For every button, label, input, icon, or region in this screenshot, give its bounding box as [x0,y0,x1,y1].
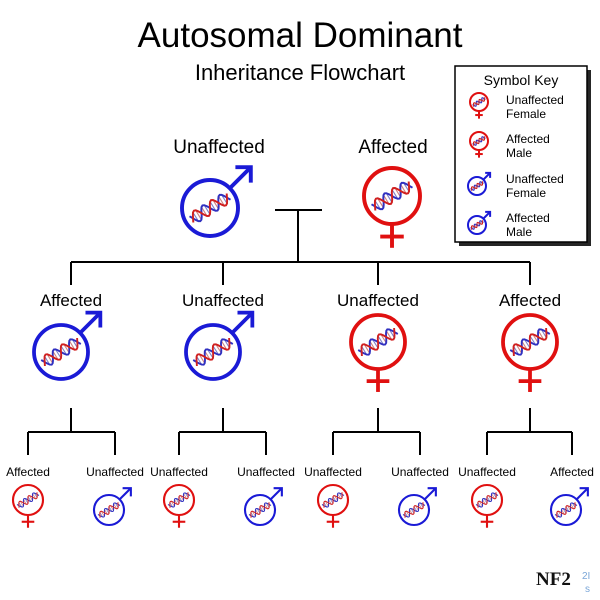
grandchild-label: Affected [6,465,50,479]
affected-male-icon [32,310,103,381]
key-unaffected-male-icon [467,171,492,196]
grandchild-generation: Affected Unaffected Unaffected Unaffected Un… [6,465,594,528]
parent-label: Affected [358,137,427,158]
logo-superscript: 2I [582,571,590,582]
key-item-line2: Male [506,146,532,160]
key-item-line2: Female [506,107,546,121]
key-item-line1: Affected [506,211,550,225]
grandchild-label: Unaffected [237,465,295,479]
grandchild-label: Unaffected [86,465,144,479]
key-item-line1: Affected [506,132,550,146]
affected-male-icon [549,487,589,527]
child-label: Affected [499,291,561,310]
unaffected-male-icon [92,487,132,527]
affected-female-icon [362,166,422,248]
key-affected-female-icon [469,131,489,158]
nf2-logo: NF2 2I s [536,569,590,595]
child-generation: Affected Unaffected Unaffected Affected [32,291,561,392]
key-item-line2: Male [506,225,532,239]
child-label: Affected [40,291,102,310]
unaffected-male-icon [397,487,437,527]
diagram-subtitle: Inheritance Flowchart [195,60,405,85]
unaffected-female-icon [316,483,350,528]
grandchild-label: Unaffected [304,465,362,479]
child-label: Unaffected [337,291,419,310]
key-item-line2: Female [506,186,546,200]
unaffected-female-icon [162,483,196,528]
key-unaffected-female-icon [469,92,489,119]
parent-label: Unaffected [173,137,265,158]
diagram-title: Autosomal Dominant [138,16,463,55]
unaffected-male-icon [243,487,283,527]
grandchild-label: Unaffected [458,465,516,479]
unaffected-female-icon [349,313,407,392]
key-item-line1: Unaffected [506,172,564,186]
unaffected-male-icon [180,165,253,238]
grandchild-label: Unaffected [391,465,449,479]
grandchild-label: Unaffected [150,465,208,479]
key-affected-male-icon [467,210,492,235]
affected-female-icon [501,313,559,392]
grandchild-label: Affected [550,465,594,479]
unaffected-male-icon [184,310,255,381]
parent-generation: Unaffected Affected [173,137,428,248]
logo-text: NF2 [536,569,571,590]
symbol-key: Symbol Key UnaffectedFemaleAffectedMaleU… [454,65,591,246]
affected-female-icon [11,483,45,528]
child-label: Unaffected [182,291,264,310]
key-item-line1: Unaffected [506,93,564,107]
pedigree-lines [27,209,573,455]
unaffected-female-icon [470,483,504,528]
logo-subscript: s [585,584,590,595]
symbol-key-heading: Symbol Key [484,72,559,88]
